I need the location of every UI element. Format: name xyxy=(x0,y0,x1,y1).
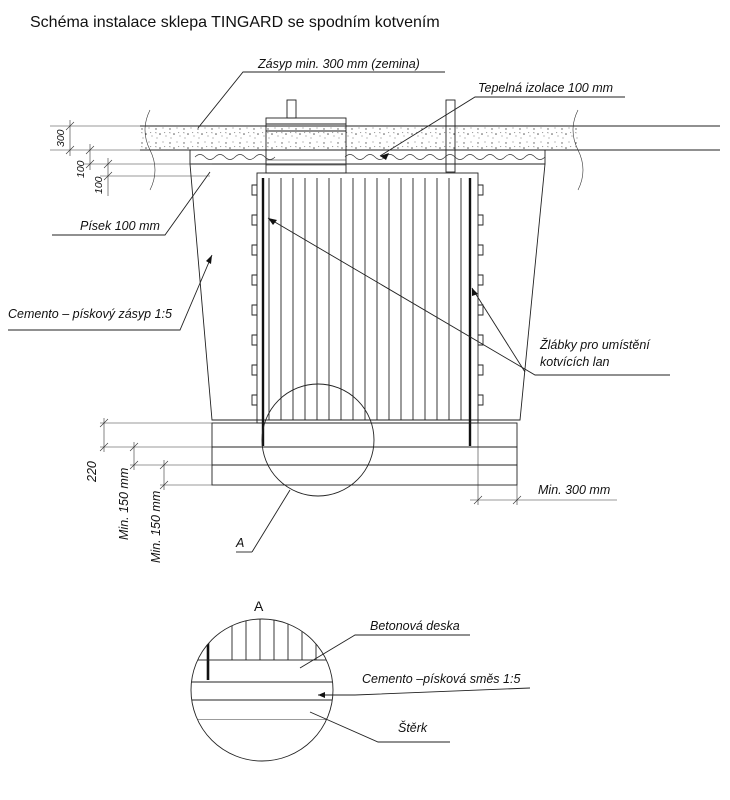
cement-sand-bed xyxy=(211,446,518,466)
detail-title: A xyxy=(254,598,264,614)
vent-pipe-right xyxy=(445,99,456,173)
label-izolace: Tepelná izolace 100 mm xyxy=(478,81,613,95)
label-zasyp: Zásyp min. 300 mm (zemina) xyxy=(257,57,420,71)
cellar-neck xyxy=(265,117,347,174)
detail-a: A Betonová deska Cemento –písková směs 1… xyxy=(190,598,531,762)
dim-min150b: Min. 150 mm xyxy=(149,491,163,563)
cellar-body xyxy=(256,172,479,424)
label-betonova: Betonová deska xyxy=(370,619,460,633)
detail-marker-label: A xyxy=(235,536,244,550)
label-cement-smes: Cemento –písková směs 1:5 xyxy=(362,672,520,686)
detail-concrete-slab xyxy=(191,659,333,683)
label-zlabky-2: kotvících lan xyxy=(540,355,610,369)
concrete-slab xyxy=(211,422,518,448)
detail-marker-circle xyxy=(261,383,375,497)
dim-220: 220 xyxy=(85,461,99,483)
label-sterk: Štěrk xyxy=(398,720,428,735)
insulation-layer xyxy=(189,149,546,165)
label-zlabky-1: Žlábky pro umístění xyxy=(539,337,651,352)
vent-pipe-left xyxy=(286,99,297,119)
cement-backfill xyxy=(189,163,546,421)
main-section: A Zásyp min. 300 mm (zemina) Tepelná izo… xyxy=(8,57,720,563)
gravel-bed xyxy=(211,464,518,486)
dim-100a: 100 xyxy=(75,160,87,178)
soil-layer xyxy=(140,126,578,150)
dim-100b: 100 xyxy=(93,176,105,194)
dim-300: 300 xyxy=(55,129,67,147)
detail-gravel xyxy=(191,699,333,721)
label-pisek: Písek 100 mm xyxy=(80,219,160,233)
detail-circle xyxy=(190,618,334,762)
label-cement-zasyp: Cemento – pískový zásyp 1:5 xyxy=(8,307,172,321)
cellar-ribs xyxy=(268,178,462,420)
diagram-title: Schéma instalace sklepa TINGARD se spodn… xyxy=(30,14,440,31)
dim-min300: Min. 300 mm xyxy=(538,483,610,497)
dim-min150a: Min. 150 mm xyxy=(117,468,131,540)
